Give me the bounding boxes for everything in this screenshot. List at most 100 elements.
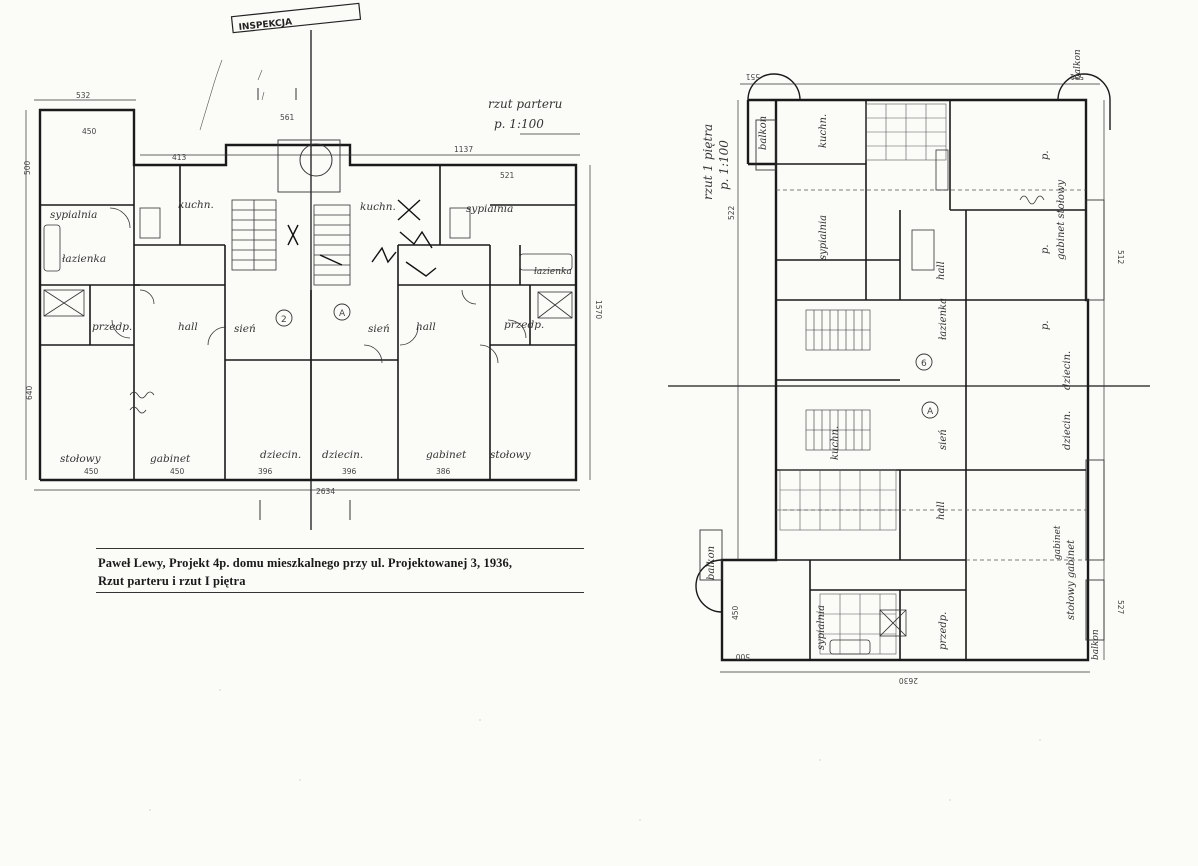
label-sypialnia-2: sypialnia bbox=[816, 605, 827, 650]
ground-floor-plan: INSPEKCJA rzut parteru p. 1:100 bbox=[23, 2, 603, 530]
stamp-text: INSPEKCJA bbox=[238, 17, 292, 33]
section-marker-2 bbox=[275, 309, 293, 327]
svg-text:512: 512 bbox=[1116, 250, 1125, 265]
first-room-labels: balkon balkon balkon balkon sypialnia sy… bbox=[706, 49, 1101, 660]
label-sien-1: sień bbox=[938, 429, 949, 450]
bathroom-fixtures bbox=[43, 207, 573, 319]
caption-line-1: Paweł Lewy, Projekt 4p. domu mieszkalneg… bbox=[98, 556, 513, 570]
section-cut-marks bbox=[257, 88, 351, 520]
first-section-marker-6 bbox=[915, 353, 933, 371]
label-dziecin-right: dziecin. bbox=[322, 449, 363, 461]
balconies bbox=[699, 119, 1105, 641]
label-sien-right: sień bbox=[368, 323, 390, 335]
label-lazienka-left: łazienka bbox=[62, 253, 106, 265]
label-stolowy-1: stołowy gabinet bbox=[1066, 539, 1077, 620]
svg-text:2: 2 bbox=[281, 315, 287, 325]
svg-text:1570: 1570 bbox=[594, 300, 603, 319]
label-gabinet-left: gabinet bbox=[150, 453, 191, 465]
label-kuchnia-1: kuchn. bbox=[830, 426, 841, 460]
first-staircase-lower bbox=[805, 409, 871, 451]
svg-text:450: 450 bbox=[170, 467, 185, 476]
outer-walls bbox=[38, 108, 578, 482]
inspection-stamp: INSPEKCJA bbox=[230, 2, 362, 34]
balcony-round-bottom-left bbox=[695, 559, 723, 613]
label-kuchnia-right: kuchn. bbox=[360, 201, 396, 213]
handwritten-note bbox=[199, 59, 223, 131]
label-dziecin-1: dziecin. bbox=[1062, 351, 1073, 390]
first-curtain-symbol bbox=[1019, 195, 1045, 205]
label-sypialnia-left: sypialnia bbox=[50, 209, 97, 221]
svg-text:500: 500 bbox=[23, 160, 32, 175]
caption-line-2: Rzut parteru i rzut I piętra bbox=[98, 574, 246, 588]
dashed-overhead-lines bbox=[776, 189, 1086, 561]
label-balkon-1: balkon bbox=[758, 116, 769, 150]
door-swings bbox=[109, 207, 527, 364]
ground-plan-title: rzut parteru bbox=[488, 97, 562, 111]
svg-text:396: 396 bbox=[342, 467, 357, 476]
label-dziecin-2: dziecin. bbox=[1062, 411, 1073, 450]
label-stolowy-left: stołowy bbox=[60, 453, 102, 465]
label-hall-left: hall bbox=[178, 321, 198, 333]
svg-text:450: 450 bbox=[82, 127, 97, 136]
label-przedp-right: przedp. bbox=[504, 319, 544, 331]
first-dimensions: 2630 551 551 500 450 522 512 527 bbox=[727, 72, 1125, 685]
svg-text:396: 396 bbox=[258, 467, 273, 476]
light-well bbox=[299, 143, 333, 177]
svg-text:561: 561 bbox=[280, 113, 295, 122]
svg-text:640: 640 bbox=[25, 385, 34, 400]
interior-walls bbox=[40, 165, 576, 480]
svg-text:450: 450 bbox=[84, 467, 99, 476]
label-przedp-left: przedp. bbox=[92, 321, 132, 333]
label-balkon-4: balkon bbox=[1091, 629, 1101, 660]
caption-top-rule bbox=[96, 548, 584, 549]
label-sien-left: sień bbox=[234, 323, 256, 335]
staircase-right bbox=[313, 204, 351, 286]
first-floor-plan: rzut 1 piętra p. 1:100 bbox=[668, 49, 1150, 685]
svg-text:521: 521 bbox=[500, 171, 515, 180]
balcony-round-top-left bbox=[747, 73, 801, 101]
svg-text:500: 500 bbox=[735, 652, 750, 661]
staircase-left bbox=[231, 199, 277, 271]
balcony-round-top-right bbox=[1057, 73, 1111, 130]
curtain-symbol bbox=[129, 391, 155, 414]
label-pok-2: p. bbox=[1040, 244, 1051, 254]
label-stolowy-right: stołowy bbox=[490, 449, 532, 461]
first-outer-walls bbox=[720, 98, 1090, 662]
label-balkon-2: balkon bbox=[1073, 49, 1083, 80]
svg-text:6: 6 bbox=[921, 359, 927, 369]
ground-dimensions: 532 450 413 561 1137 521 500 640 1570 45… bbox=[23, 91, 603, 496]
ground-plan-scale: p. 1:100 bbox=[494, 117, 544, 131]
svg-text:A: A bbox=[927, 407, 934, 417]
caption-bottom-rule bbox=[96, 592, 584, 593]
paper-texture bbox=[149, 689, 1041, 821]
svg-text:2634: 2634 bbox=[316, 487, 335, 496]
first-fixtures bbox=[829, 149, 949, 655]
label-lazienka-right: łazienka bbox=[534, 267, 572, 277]
correction-marks bbox=[287, 199, 437, 277]
svg-text:A: A bbox=[339, 309, 346, 319]
first-plan-scale: p. 1:100 bbox=[717, 140, 731, 190]
svg-text:522: 522 bbox=[727, 205, 736, 220]
label-pok-1: p. bbox=[1040, 150, 1051, 160]
label-przedp-1: przedp. bbox=[938, 612, 949, 650]
svg-text:450: 450 bbox=[731, 605, 740, 620]
label-lazienka-1: łazienka bbox=[938, 298, 949, 340]
label-sypialnia-right: sypialnia bbox=[466, 203, 513, 215]
drawing-caption: Paweł Lewy, Projekt 4p. domu mieszkalneg… bbox=[96, 548, 584, 596]
label-gabinet-2: gabinet bbox=[1053, 525, 1063, 560]
svg-text:413: 413 bbox=[172, 153, 187, 162]
label-hall-right: hall bbox=[416, 321, 436, 333]
svg-text:551: 551 bbox=[745, 72, 760, 81]
tiled-areas bbox=[779, 103, 947, 655]
first-interior-walls bbox=[776, 100, 1086, 660]
svg-text:532: 532 bbox=[76, 91, 91, 100]
label-dziecin-left: dziecin. bbox=[260, 449, 301, 461]
handwritten-mark bbox=[257, 69, 265, 101]
svg-text:386: 386 bbox=[436, 467, 451, 476]
label-hall-2: hall bbox=[936, 501, 947, 520]
label-gabinet-right: gabinet bbox=[426, 449, 467, 461]
svg-text:551: 551 bbox=[1069, 72, 1084, 81]
label-balkon-3: balkon bbox=[706, 546, 717, 580]
ground-room-labels: sypialnia łazienka kuchn. hall sień prze… bbox=[50, 199, 572, 465]
